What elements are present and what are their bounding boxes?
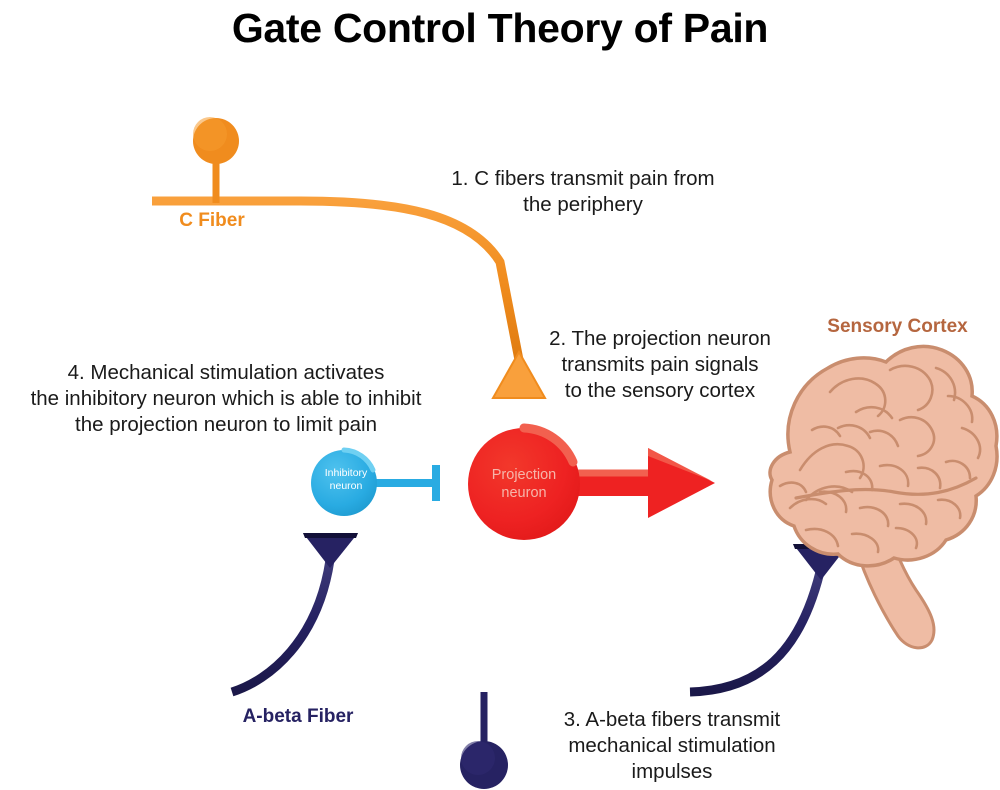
page-title: Gate Control Theory of Pain xyxy=(231,5,769,51)
brain-illustration xyxy=(768,344,999,650)
inhibitory-neuron-soma-rim xyxy=(341,447,376,473)
a-beta-fiber-group xyxy=(212,533,849,789)
projection-arrow-head xyxy=(648,448,715,518)
a-beta-right-branch xyxy=(689,570,825,697)
annotation-step-3: 3. A-beta fibers transmit mechanical sti… xyxy=(563,708,781,784)
label-a-beta-fiber: A-beta Fiber xyxy=(242,706,354,727)
label-sensory-cortex: Sensory Cortex xyxy=(827,316,968,337)
inhibitory-neuron-soma xyxy=(311,450,377,516)
label-projection-neuron: Projection neuron xyxy=(491,467,557,501)
projection-arrow-head-highlight xyxy=(648,448,712,481)
annotation-step-4: 4. Mechanical stimulation activates the … xyxy=(30,361,422,437)
inhibitory-neuron-group xyxy=(311,447,440,516)
a-beta-left-branch xyxy=(230,559,335,697)
a-beta-soma-highlight xyxy=(461,741,495,775)
a-beta-terminal-left-edge xyxy=(303,533,358,538)
projection-neuron-soma xyxy=(468,428,580,540)
annotation-step-1: 1. C fibers transmit pain from the perip… xyxy=(451,167,715,217)
label-inhibitory-neuron: Inhibitory neuron xyxy=(324,467,368,492)
label-c-fiber: C Fiber xyxy=(179,210,245,231)
c-fiber-soma-highlight xyxy=(193,117,227,151)
projection-neuron-group xyxy=(468,423,715,540)
annotation-step-2: 2. The projection neuron transmits pain … xyxy=(549,327,771,403)
cerebrum xyxy=(768,344,999,568)
a-beta-terminal-left xyxy=(303,533,358,568)
projection-neuron-soma-rim xyxy=(519,423,578,467)
c-fiber-axon xyxy=(152,196,524,361)
lateral-sulcus xyxy=(794,476,978,500)
c-fiber-terminal-triangle xyxy=(491,349,547,399)
c-fiber-group xyxy=(152,117,547,399)
